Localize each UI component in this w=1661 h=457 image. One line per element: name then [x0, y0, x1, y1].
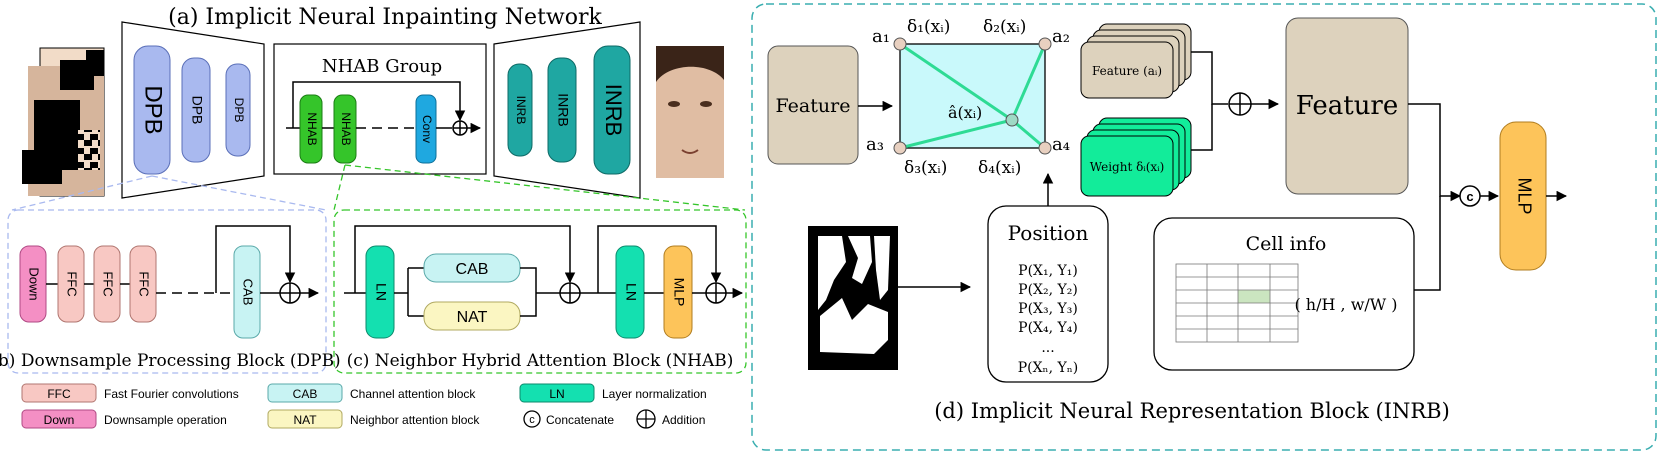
mlp-block-c — [663, 245, 693, 339]
inrb-block-2 — [547, 57, 577, 163]
dpb-label-1: DPB — [140, 85, 167, 134]
add-icon-c1 — [559, 282, 581, 304]
nhab-label-2: NHAB — [339, 112, 353, 145]
position-n: P(Xₙ, Yₙ) — [1018, 360, 1079, 376]
center-point-label: â(xᵢ) — [948, 103, 982, 122]
feature-out-box — [1285, 17, 1409, 195]
legend-add-icon — [636, 409, 656, 429]
inrb-label-1: INRB — [514, 96, 528, 125]
corner-a3: a₃ — [866, 134, 884, 155]
ffc-block-3 — [129, 245, 157, 323]
panel-b-box — [7, 209, 327, 374]
panel-c-title: (c) Neighbor Hybrid Attention Block (NHA… — [347, 351, 734, 371]
down-label: Down — [27, 267, 42, 300]
corner-a1: a₁ — [872, 26, 890, 47]
inrb-label-2: INRB — [555, 93, 571, 126]
nhab-group-title: NHAB Group — [322, 56, 442, 77]
add-icon-b — [279, 282, 301, 304]
nhab-label-1: NHAB — [305, 112, 319, 145]
ffc-label-2: FFC — [101, 271, 116, 296]
corner-a2: a₂ — [1052, 26, 1070, 47]
mlp-label-d: MLP — [1514, 177, 1534, 214]
legend-ln-text: Layer normalization — [602, 387, 707, 401]
ln-block-1 — [365, 245, 395, 339]
cell-info-title: Cell info — [1246, 233, 1327, 255]
panel-a-title: (a) Implicit Neural Inpainting Network — [168, 5, 602, 30]
feature-stack-label: Feature (aᵢ) — [1092, 64, 1162, 78]
ln-label-2: LN — [623, 283, 639, 301]
inrb-block-1 — [507, 63, 533, 157]
inrb-block-3 — [593, 45, 631, 175]
feature-stack — [1080, 23, 1192, 99]
ln-label-1: LN — [373, 283, 389, 301]
feature-in-label: Feature — [776, 95, 851, 117]
concat-symbol: c — [1466, 189, 1473, 204]
feature-in-box — [767, 45, 859, 165]
dpb-block-2 — [181, 57, 211, 163]
add-icon-group — [452, 120, 468, 136]
dpb-block-3 — [225, 63, 251, 157]
dpb-label-3: DPB — [232, 98, 246, 123]
legend-add-text: Addition — [662, 413, 705, 427]
legend-ln-key: LN — [549, 387, 564, 401]
position-3: P(X₃, Y₃) — [1018, 301, 1078, 317]
panel-d-title: (d) Implicit Neural Representation Block… — [934, 399, 1450, 423]
add-icon-c2 — [705, 282, 727, 304]
output-face — [656, 46, 724, 178]
position-2: P(X₂, Y₂) — [1018, 282, 1078, 298]
cab-block-b — [233, 245, 261, 339]
masked-input-face — [22, 47, 105, 197]
legend-cab-key: CAB — [293, 387, 318, 401]
cab-label-b: CAB — [241, 279, 256, 306]
conv-label: Conv — [420, 115, 434, 143]
legend: FFC Fast Fourier convolutions Down Downs… — [21, 383, 707, 429]
ffc-label-1: FFC — [65, 271, 80, 296]
position-ellipsis: ... — [1041, 340, 1054, 356]
legend-ffc-key: FFC — [47, 387, 71, 401]
cell-grid — [1175, 263, 1299, 343]
legend-down-key: Down — [44, 413, 75, 427]
cell-formula: ( h/H , w/W ) — [1294, 295, 1397, 314]
position-title: Position — [1008, 221, 1089, 245]
nhab-block-2 — [333, 94, 357, 164]
position-1: P(X₁, Y₁) — [1018, 263, 1078, 279]
panel-d-box — [751, 3, 1657, 451]
weight-stack — [1080, 117, 1192, 197]
delta-3: δ₃(xᵢ) — [904, 158, 947, 178]
legend-nat-text: Neighbor attention block — [350, 413, 480, 427]
mask-image — [808, 226, 898, 370]
conv-block — [415, 94, 437, 164]
delta-1: δ₁(xᵢ) — [907, 17, 950, 37]
weight-stack-label: Weight δᵢ(xᵢ) — [1090, 160, 1165, 174]
panel-b-title: (b) Downsample Processing Block (DPB) — [0, 351, 341, 371]
dpb-label-2: DPB — [189, 96, 205, 125]
feature-out-label: Feature — [1296, 91, 1399, 121]
panel-c-box — [333, 209, 747, 374]
legend-concat-text: Concatenate — [546, 413, 614, 427]
dpb-block-1 — [133, 45, 171, 175]
corner-a4: a₄ — [1052, 134, 1070, 155]
legend-concat-key: c — [529, 414, 535, 426]
delta-2: δ₂(xᵢ) — [983, 17, 1026, 37]
add-icon-d — [1228, 92, 1252, 116]
nat-label: NAT — [457, 309, 488, 326]
interpolation-grid — [893, 37, 1052, 155]
ffc-label-3: FFC — [137, 271, 152, 296]
cell-info-box — [1153, 217, 1415, 371]
delta-4: δ₄(xᵢ) — [978, 158, 1021, 178]
ln-block-2 — [615, 245, 645, 339]
position-4: P(X₄, Y₄) — [1018, 320, 1078, 336]
legend-down-text: Downsample operation — [104, 413, 227, 427]
legend-nat-key: NAT — [293, 413, 317, 427]
cab-label-c: CAB — [456, 261, 489, 278]
inrb-label-3: INRB — [601, 84, 626, 137]
nhab-block-1 — [299, 94, 323, 164]
mlp-label-c: MLP — [671, 278, 687, 307]
legend-cab-text: Channel attention block — [350, 387, 476, 401]
legend-ffc-text: Fast Fourier convolutions — [104, 387, 239, 401]
